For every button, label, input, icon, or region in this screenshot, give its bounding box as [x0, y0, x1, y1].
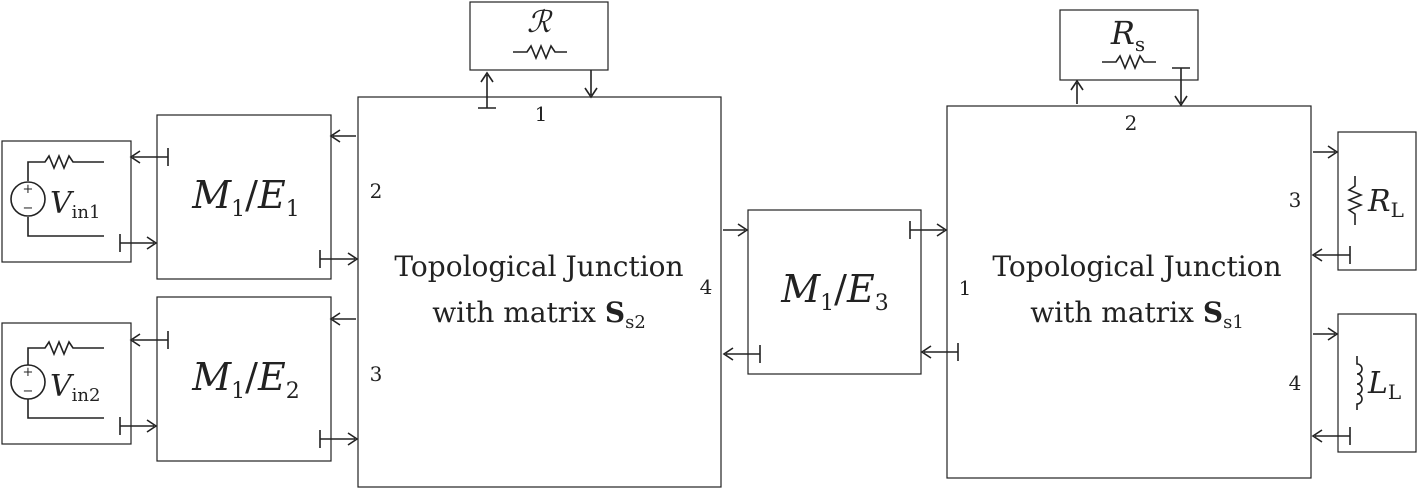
causality-arrow-ll-to-junction [1311, 427, 1351, 445]
causality-arrow-conv3-to-junction-left [722, 345, 761, 363]
junction-right-port-3: 3 [1289, 188, 1302, 212]
converter1-box [156, 114, 332, 280]
load-resistor-icon [1346, 176, 1364, 225]
causality-arrow-conv3-to-junction-right [909, 221, 948, 239]
source1-voltage-source-icon [10, 181, 46, 217]
converter3-label: M1/E3 [780, 267, 888, 316]
junction-left-port-2: 2 [370, 179, 383, 203]
load-resistor-block: RL [1337, 131, 1417, 271]
junction-right-line1: Topological Junction [992, 250, 1281, 283]
reflection-resistor-box [469, 1, 609, 71]
source2-block: + − Vin2 [1, 322, 132, 445]
junction-right-port-2: 2 [1125, 111, 1138, 135]
load-resistor-label: RL [1367, 184, 1404, 222]
reflection-resistor-symbol: ℛ [527, 5, 553, 40]
source1-minus: − [23, 201, 34, 216]
junction-left-box [357, 96, 722, 488]
junction-left-port-3: 3 [370, 362, 383, 386]
source1-block: + − Vin1 [1, 140, 132, 263]
load-inductor-label: LL [1367, 366, 1401, 404]
causality-arrow-junction-to-conv2 [329, 312, 356, 326]
source1-label: Vin1 [50, 186, 100, 223]
causality-arrow-conv1-to-junction [319, 250, 359, 268]
source1-return-wire [27, 217, 104, 237]
causality-arrow-conv2-to-src2 [129, 331, 169, 349]
source2-voltage-source-icon [10, 364, 46, 400]
causality-arrow-up-reflection [478, 71, 496, 109]
causality-arrow-junction-to-conv1 [329, 129, 356, 143]
converter2-label: M1/E2 [191, 355, 299, 404]
causality-arrow-rl-to-junction [1311, 246, 1351, 264]
causality-arrow-junction-to-ll [1313, 327, 1339, 341]
causality-arrow-down-reflection [584, 70, 598, 99]
source-resistor-icon [1102, 53, 1156, 71]
junction-left-port-1: 1 [535, 102, 548, 126]
causality-arrow-conv2-to-junction [319, 430, 359, 448]
causality-arrow-junction-to-rl [1313, 145, 1339, 159]
converter3-box [747, 209, 922, 375]
junction-left-line2: with matrix Ss2 [432, 296, 646, 333]
causality-arrow-src1-to-conv1 [119, 234, 158, 252]
converter1-label: M1/E1 [191, 173, 299, 222]
source-resistor-label: Rs [1110, 14, 1145, 56]
source1-plus: + [23, 182, 34, 197]
source2-minus: − [23, 384, 34, 399]
junction-left-line1: Topological Junction [394, 250, 683, 283]
causality-arrow-down-rs [1172, 67, 1190, 107]
causality-arrow-src2-to-conv2 [119, 417, 158, 435]
source2-return-wire [27, 399, 104, 419]
junction-right-box [946, 105, 1312, 479]
junction-right-port-4: 4 [1289, 371, 1302, 395]
load-inductor-icon [1356, 356, 1363, 410]
source2-resistor-icon [27, 339, 104, 365]
source2-plus: + [23, 365, 34, 380]
reflection-resistor-icon [513, 43, 567, 61]
causality-arrow-up-rs [1070, 79, 1084, 104]
source2-label: Vin2 [50, 369, 100, 406]
converter2-box [156, 296, 332, 462]
causality-arrow-junction-left-to-conv3 [723, 223, 749, 237]
source1-resistor-icon [27, 153, 104, 181]
causality-arrow-junction-right-to-conv3 [920, 343, 959, 361]
load-inductor-block: LL [1337, 313, 1417, 453]
junction-left-port-4: 4 [700, 275, 713, 299]
junction-right-line2: with matrix Ss1 [1030, 296, 1244, 333]
causality-arrow-conv1-to-src1 [129, 148, 169, 166]
junction-right-port-1: 1 [959, 276, 972, 300]
